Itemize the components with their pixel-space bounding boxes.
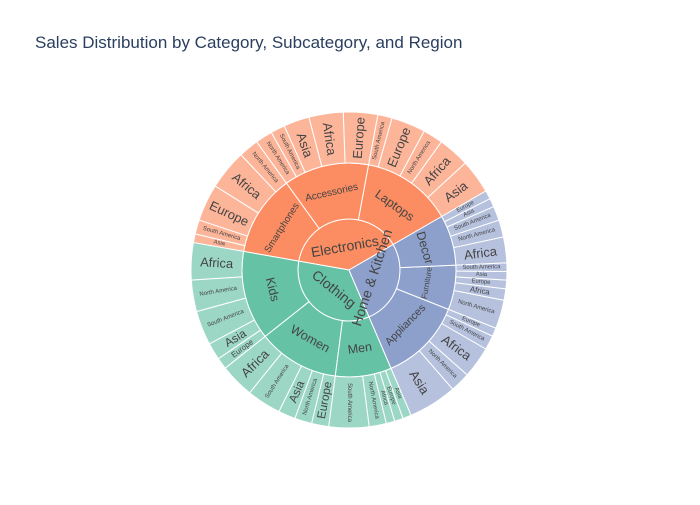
sunburst-region-electronics-laptops-south-america[interactable] — [367, 114, 393, 168]
sunburst-region-clothing-kids-europe[interactable] — [217, 329, 266, 369]
sunburst-region-electronics-accessories-south-america[interactable] — [270, 125, 306, 178]
sunburst-region-electronics-accessories-africa-label: Africa — [320, 121, 340, 157]
sunburst-region-home-kitchen-decor-south-america[interactable] — [446, 205, 500, 237]
sunburst-region-home-kitchen-furniture-south-america-label: South America — [462, 264, 501, 271]
sunburst-segments — [190, 111, 508, 429]
sunburst-region-electronics-accessories-europe[interactable] — [342, 111, 379, 166]
sunburst-region-clothing-men-asia-label: Asia — [393, 387, 403, 400]
sunburst-region-electronics-accessories-asia[interactable] — [283, 116, 323, 174]
sunburst-region-home-kitchen-furniture-africa-label: Africa — [469, 285, 491, 297]
sunburst-region-home-kitchen-decor-africa[interactable] — [453, 236, 508, 266]
sunburst-region-home-kitchen-furniture-europe-label: Europe — [471, 278, 490, 286]
sunburst-region-home-kitchen-appliances-north-america[interactable] — [418, 340, 468, 390]
sunburst-region-clothing-men-africa-label: Africa — [379, 390, 389, 407]
sunburst-region-clothing-kids-africa[interactable] — [190, 241, 245, 281]
sunburst-region-clothing-kids-south-america[interactable] — [195, 297, 256, 345]
sunburst-region-clothing-men-south-america-label: South America — [346, 383, 352, 422]
sunburst-region-electronics-smartphones-asia-label: Asia — [213, 239, 226, 247]
sunburst-region-electronics-laptops-africa[interactable] — [410, 141, 466, 199]
sunburst-region-electronics-smartphones-africa[interactable] — [214, 154, 277, 214]
sunburst-region-clothing-women-africa[interactable] — [224, 335, 283, 394]
sunburst-region-home-kitchen-appliances-asia[interactable] — [390, 349, 454, 416]
sunburst-region-home-kitchen-decor-asia-label: Asia — [462, 208, 475, 219]
sunburst-region-home-kitchen-decor-europe[interactable] — [440, 190, 491, 223]
sunburst-region-clothing-kids-north-america[interactable] — [190, 276, 247, 313]
sunburst-region-clothing-kids-africa-label: Africa — [200, 254, 235, 271]
sunburst-region-clothing-women-europe[interactable] — [311, 373, 336, 428]
sunburst-region-home-kitchen-furniture-africa[interactable] — [453, 282, 507, 301]
sunburst-region-clothing-women-south-america[interactable] — [248, 352, 303, 413]
sunburst-region-clothing-kids-asia[interactable] — [208, 319, 262, 360]
sunburst-region-clothing-women-north-america[interactable] — [294, 369, 325, 425]
sunburst-region-home-kitchen-decor-north-america[interactable] — [449, 219, 505, 249]
sunburst-region-electronics-smartphones-europe[interactable] — [198, 185, 260, 237]
sunburst-region-electronics-smartphones-south-america[interactable] — [194, 219, 249, 247]
sunburst-subcategory-clothing-men-label: Men — [347, 340, 373, 357]
sunburst-region-electronics-accessories-north-america[interactable] — [255, 131, 298, 184]
sunburst-subcategory-clothing-kids-label: Kids — [263, 276, 283, 303]
sunburst-region-clothing-women-asia[interactable] — [278, 365, 314, 420]
sunburst-region-clothing-men-north-america[interactable] — [362, 373, 387, 428]
sunburst-region-electronics-laptops-north-america[interactable] — [399, 130, 443, 184]
sunburst-region-home-kitchen-decor-africa-label: Africa — [463, 243, 498, 262]
sunburst-region-electronics-smartphones-north-america[interactable] — [240, 141, 288, 193]
sunburst-region-home-kitchen-appliances-africa[interactable] — [428, 322, 487, 376]
sunburst-region-home-kitchen-furniture-asia-label: Asia — [476, 272, 488, 278]
sunburst-region-home-kitchen-furniture-north-america[interactable] — [447, 289, 505, 329]
chart-title: Sales Distribution by Category, Subcateg… — [35, 33, 463, 52]
sunburst-region-clothing-men-south-america[interactable] — [328, 375, 370, 429]
sunburst-region-home-kitchen-appliances-south-america[interactable] — [440, 314, 494, 350]
sunburst-region-electronics-accessories-africa[interactable] — [308, 111, 346, 168]
sunburst-region-clothing-men-europe-label: Europe — [385, 386, 397, 406]
sunburst-region-electronics-laptops-europe[interactable] — [377, 117, 425, 177]
sunburst-region-electronics-accessories-europe-label: Europe — [350, 117, 368, 160]
